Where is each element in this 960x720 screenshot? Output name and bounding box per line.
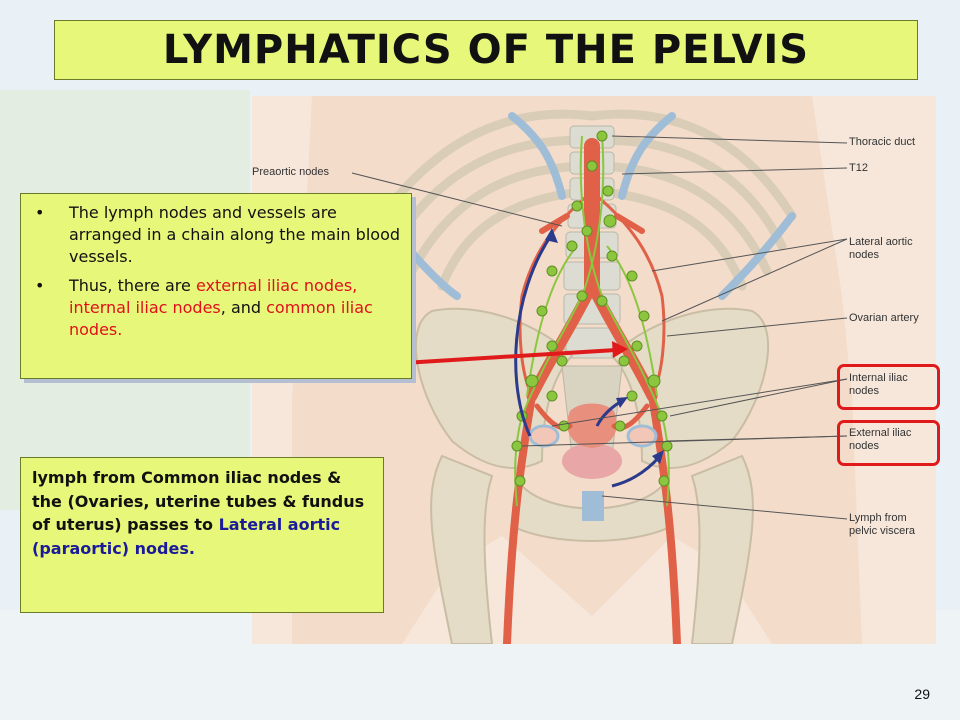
label-external-iliac: External iliac nodes <box>849 427 912 452</box>
highlight-iliac-nodes: external iliac nodes, internal iliac nod… <box>69 276 358 317</box>
label-ovarian-artery: Ovarian artery <box>849 312 919 324</box>
label-thoracic-duct: Thoracic duct <box>849 136 916 148</box>
bullet-item: • The lymph nodes and vessels are arrang… <box>35 203 401 266</box>
bullet-dot: • <box>35 203 45 222</box>
bullets-box: • The lymph nodes and vessels are arrang… <box>20 193 412 379</box>
highlight-lateral-aortic: Lateral aortic (paraortic) nodes. <box>32 515 341 558</box>
highlight-external-iliac <box>837 420 940 466</box>
bullet-dot: • <box>35 276 45 295</box>
page-number: 29 <box>914 686 930 702</box>
label-lateral-aortic: Lateral aortic nodes <box>849 236 913 261</box>
bullet-item: • Thus, there are external iliac nodes, … <box>35 276 373 339</box>
title-box: LYMPHATICS OF THE PELVIS <box>54 20 918 80</box>
label-lymph-pelvic-viscera: Lymph from pelvic viscera <box>849 512 916 537</box>
label-preaortic-nodes: Preaortic nodes <box>252 166 330 178</box>
label-t12: T12 <box>849 162 868 174</box>
lymph-drainage-box: lymph from Common iliac nodes & the (Ova… <box>20 457 384 613</box>
highlight-internal-iliac <box>837 364 940 410</box>
label-internal-iliac: Internal iliac nodes <box>849 372 908 397</box>
page-title: LYMPHATICS OF THE PELVIS <box>162 27 810 73</box>
highlight-common-iliac: common iliac nodes. <box>69 298 373 339</box>
